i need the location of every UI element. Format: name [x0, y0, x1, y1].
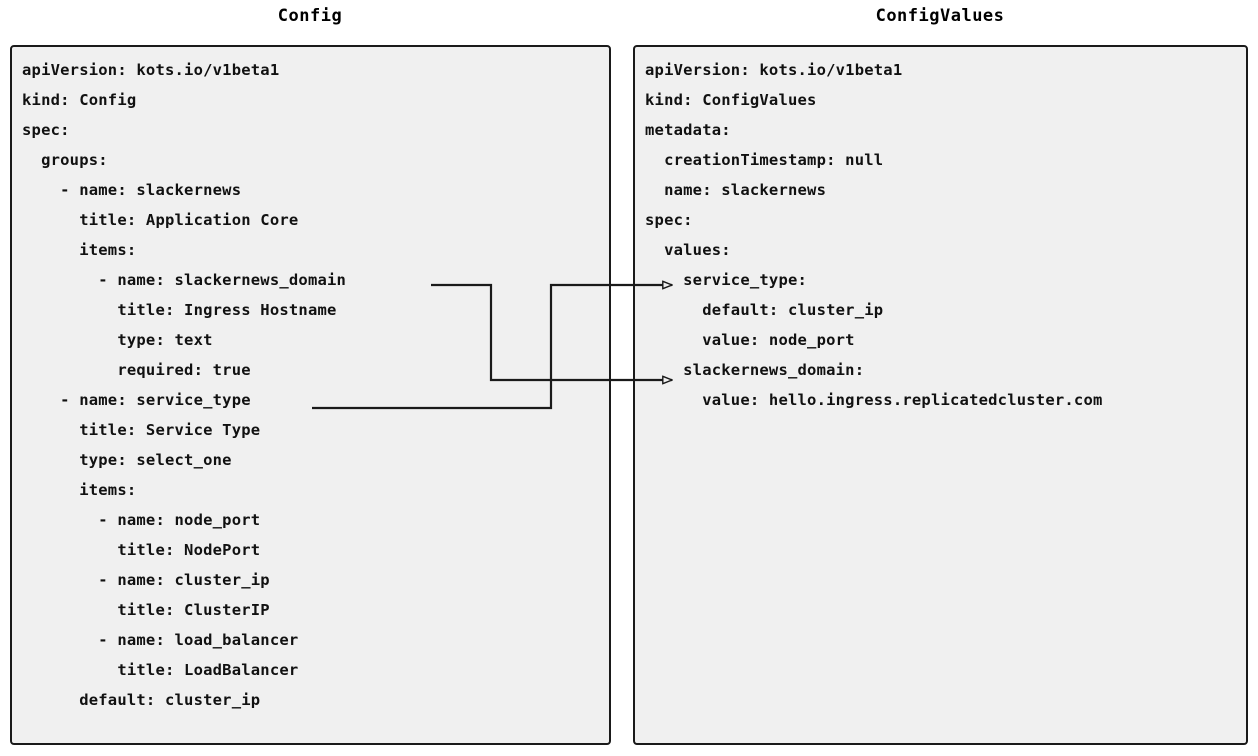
config-yaml-line-21: default: cluster_ip	[22, 691, 261, 709]
config-yaml-panel: apiVersion: kots.io/v1beta1 kind: Config s…	[10, 45, 611, 745]
config-yaml-line-2: spec:	[22, 121, 70, 139]
config-values-yaml-panel: apiVersion: kots.io/v1beta1 kind: ConfigV…	[633, 45, 1248, 745]
config-yaml-line-18: title: ClusterIP	[22, 601, 270, 619]
config-yaml-line-12: title: Service Type	[22, 421, 261, 439]
config-values-yaml-line-10: slackernews_domain:	[645, 361, 865, 379]
config-yaml-line-11: - name: service_type	[22, 391, 251, 409]
config-yaml-line-15: - name: node_port	[22, 511, 261, 529]
config-yaml-line-16: title: NodePort	[22, 541, 261, 559]
config-values-yaml-line-5: spec:	[645, 211, 693, 229]
config-yaml-line-3: groups:	[22, 151, 108, 169]
config-yaml-line-14: items:	[22, 481, 137, 499]
config-yaml-line-8: title: Ingress Hostname	[22, 301, 337, 319]
config-yaml-body: apiVersion: kots.io/v1beta1 kind: Config s…	[22, 55, 605, 715]
config-yaml-line-17: - name: cluster_ip	[22, 571, 270, 589]
config-values-yaml-line-9: value: node_port	[645, 331, 855, 349]
config-yaml-line-7: - name: slackernews_domain	[22, 271, 347, 289]
config-yaml-line-1: kind: Config	[22, 91, 137, 109]
config-yaml-line-5: title: Application Core	[22, 211, 299, 229]
config-values-yaml-line-2: metadata:	[645, 121, 731, 139]
config-yaml-line-0: apiVersion: kots.io/v1beta1	[22, 61, 280, 79]
config-values-yaml-line-0: apiVersion: kots.io/v1beta1	[645, 61, 903, 79]
config-yaml-line-4: - name: slackernews	[22, 181, 242, 199]
config-values-yaml-line-6: values:	[645, 241, 731, 259]
config-values-yaml-line-4: name: slackernews	[645, 181, 827, 199]
config-values-yaml-body: apiVersion: kots.io/v1beta1 kind: ConfigV…	[645, 55, 1242, 415]
config-values-yaml-line-3: creationTimestamp: null	[645, 151, 884, 169]
config-yaml-line-10: required: true	[22, 361, 251, 379]
config-values-yaml-line-7: service_type:	[645, 271, 808, 289]
config-values-yaml-line-1: kind: ConfigValues	[645, 91, 817, 109]
config-column-title: Config	[277, 6, 343, 26]
config-yaml-line-19: - name: load_balancer	[22, 631, 299, 649]
config-yaml-line-13: type: select_one	[22, 451, 232, 469]
config-values-yaml-line-8: default: cluster_ip	[645, 301, 884, 319]
config-values-column-title: ConfigValues	[875, 6, 1005, 26]
config-yaml-line-6: items:	[22, 241, 137, 259]
config-values-yaml-line-11: value: hello.ingress.replicatedcluster.c…	[645, 391, 1103, 409]
config-yaml-line-9: type: text	[22, 331, 213, 349]
config-yaml-line-20: title: LoadBalancer	[22, 661, 299, 679]
